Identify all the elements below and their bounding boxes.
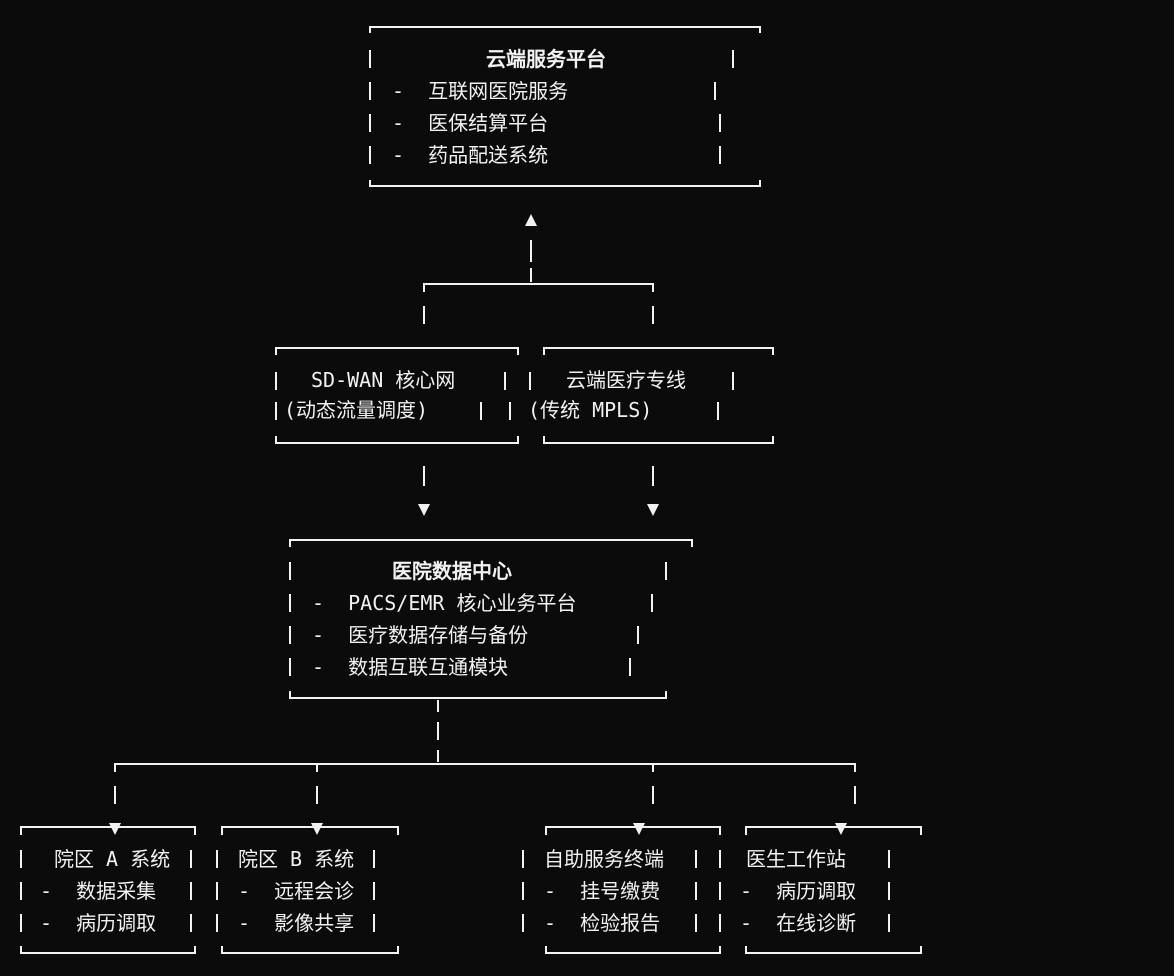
leaf-d-box: [719, 823, 922, 954]
datacenter-item: - 医疗数据存储与备份: [312, 623, 529, 647]
cloud-to-links-connector: [423, 214, 654, 324]
leaf-c-item: - 检验报告: [544, 911, 661, 935]
sdwan-title: SD-WAN 核心网: [311, 368, 456, 392]
links-to-datacenter-connector: [418, 466, 659, 516]
arrow-down-icon: [647, 504, 659, 516]
leaf-c-title: 自助服务终端: [544, 847, 664, 871]
arrow-down-icon: [109, 823, 121, 835]
datacenter-title: 医院数据中心: [392, 559, 512, 583]
cloud-platform-box: [369, 26, 761, 187]
arrow-down-icon: [311, 823, 323, 835]
cloud-platform-title: 云端服务平台: [486, 47, 606, 71]
mpls-box: [529, 347, 774, 444]
leaf-b-title: 院区 B 系统: [238, 847, 355, 871]
leaf-c-box: [522, 823, 721, 954]
datacenter-item: - PACS/EMR 核心业务平台: [312, 591, 577, 615]
mpls-title: 云端医疗专线: [566, 368, 686, 392]
leaf-a-title: 院区 A 系统: [54, 847, 171, 871]
cloud-platform-item: - 药品配送系统: [392, 143, 549, 167]
leaf-a-item: - 数据采集: [40, 879, 157, 903]
datacenter-to-leaves-connector: [114, 700, 856, 804]
arrow-down-icon: [633, 823, 645, 835]
arrow-down-icon: [418, 504, 430, 516]
arrow-down-icon: [835, 823, 847, 835]
leaf-d-title: 医生工作站: [746, 847, 846, 871]
sdwan-box: [275, 347, 519, 444]
arrow-up-icon: [525, 214, 537, 226]
leaf-a-box: [20, 823, 196, 954]
datacenter-box: [289, 539, 693, 699]
datacenter-item: - 数据互联互通模块: [312, 655, 509, 679]
leaf-b-item: - 影像共享: [238, 911, 355, 935]
leaf-d-item: - 病历调取: [740, 879, 857, 903]
cloud-platform-item: - 医保结算平台: [392, 111, 549, 135]
cloud-platform-item: - 互联网医院服务: [392, 79, 569, 103]
leaf-b-box: [216, 823, 399, 954]
leaf-c-item: - 挂号缴费: [544, 879, 661, 903]
leaf-a-item: - 病历调取: [40, 911, 157, 935]
leaf-d-item: - 在线诊断: [740, 911, 857, 935]
sdwan-subtitle: (动态流量调度): [284, 398, 429, 422]
mpls-subtitle: (传统 MPLS): [528, 398, 653, 422]
leaf-b-item: - 远程会诊: [238, 879, 355, 903]
